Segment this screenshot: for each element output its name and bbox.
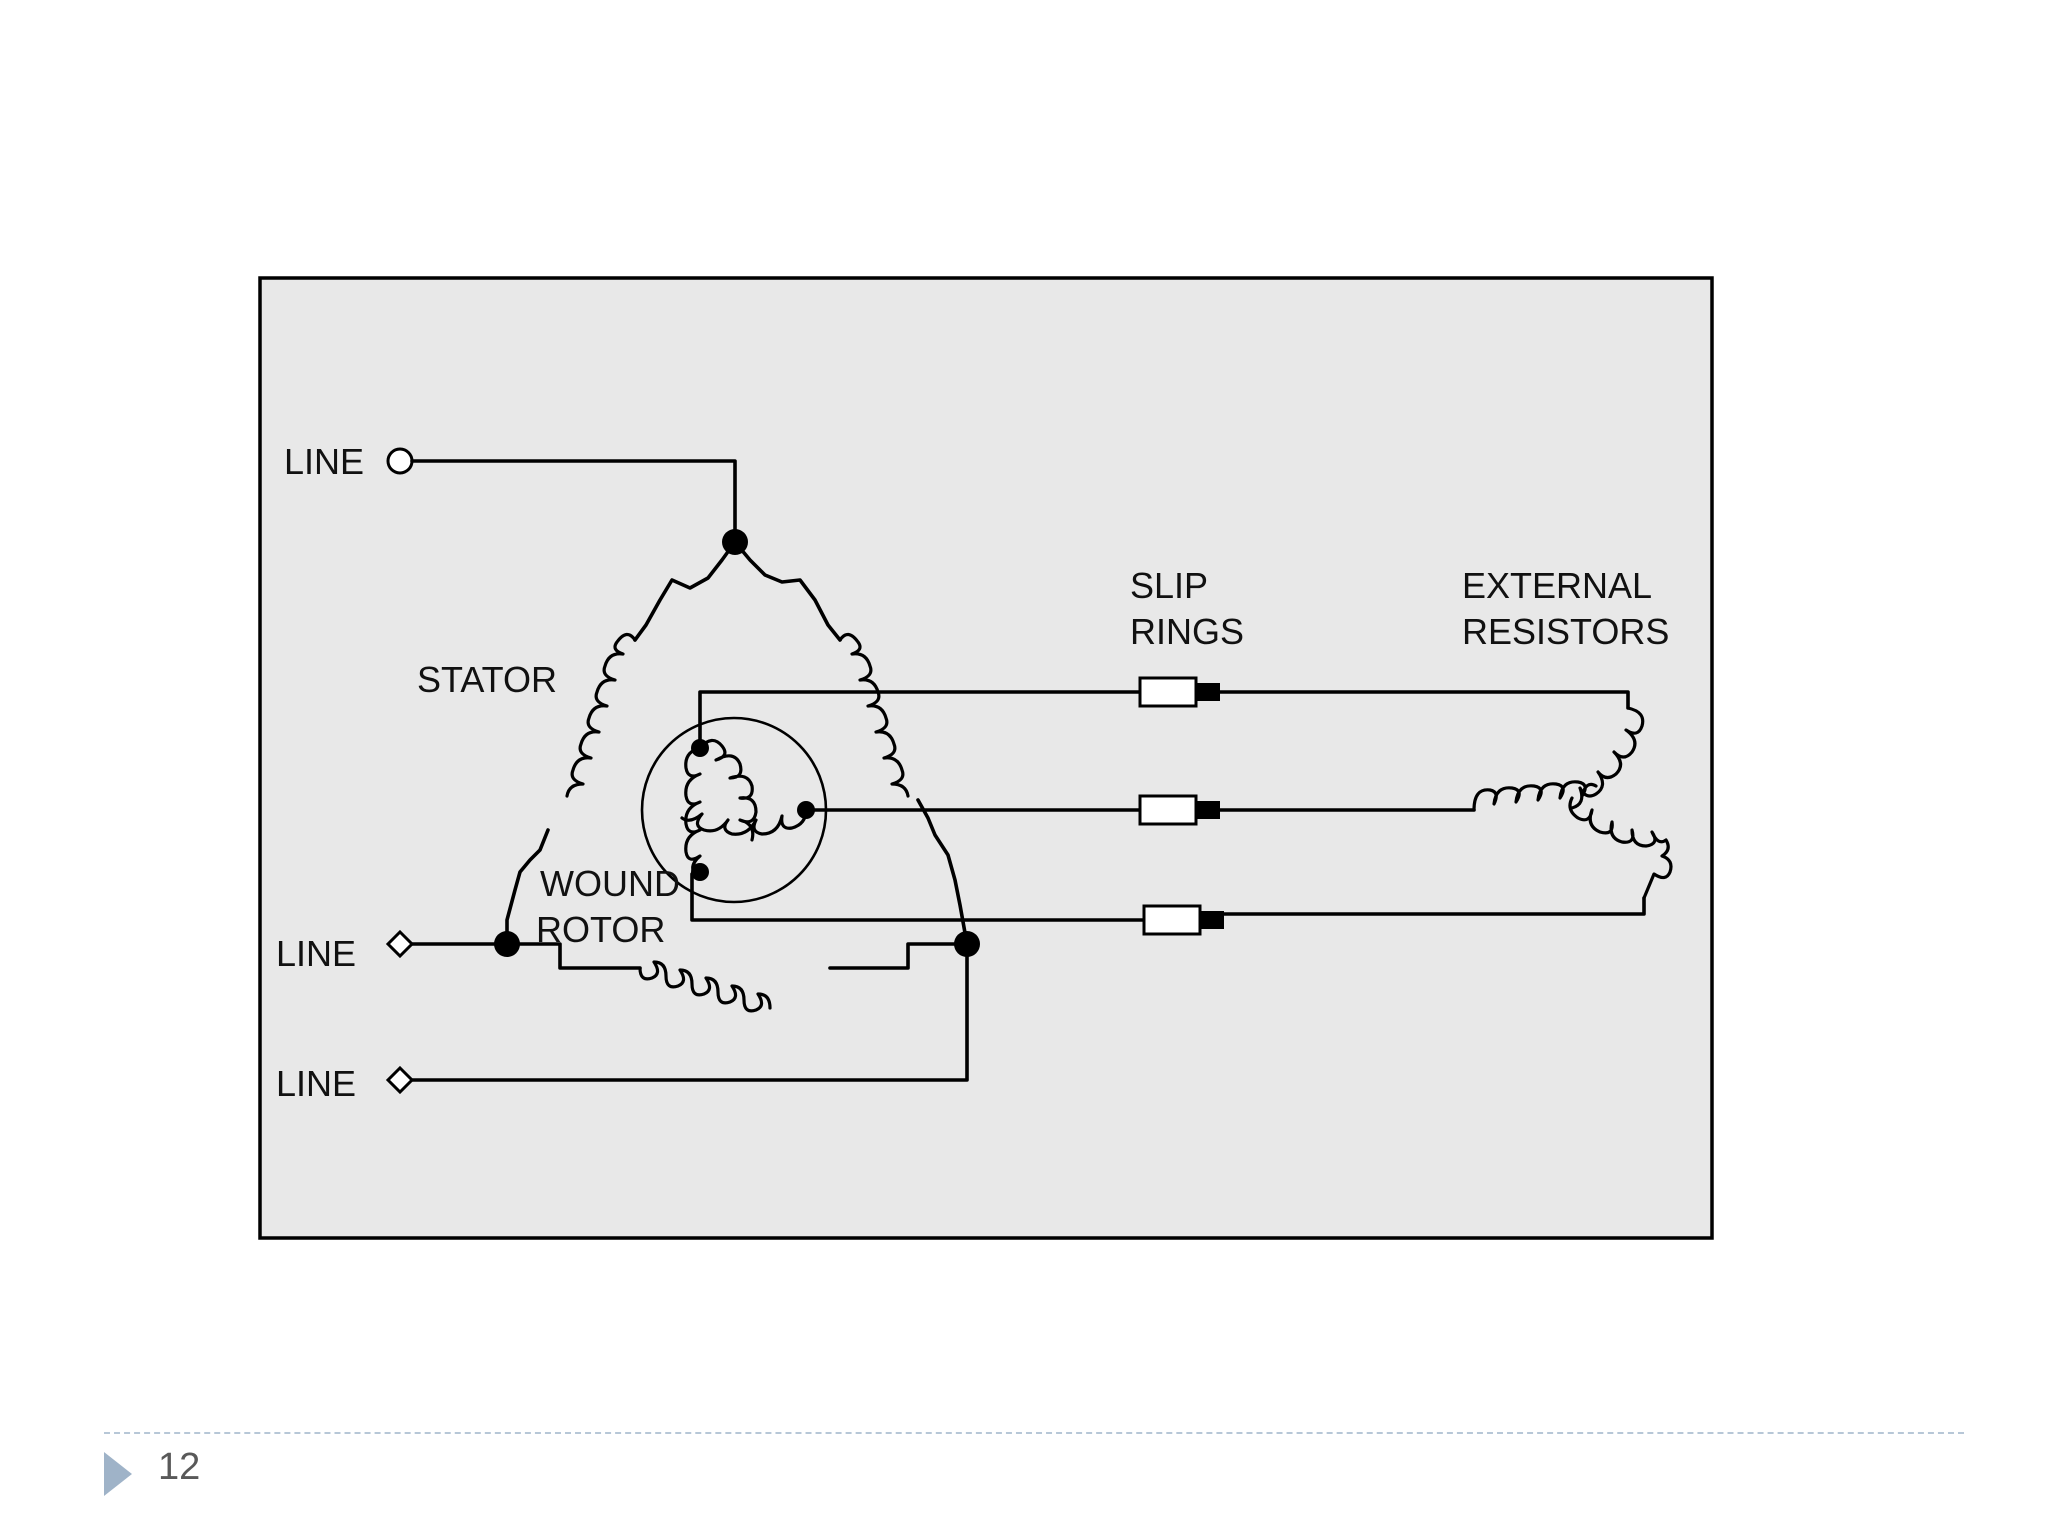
- slide-marker-triangle-icon: [104, 1452, 132, 1496]
- resistor-coil-bottom: [1568, 796, 1673, 900]
- stator-node-left: [494, 931, 520, 957]
- slip-ring-2: [1138, 794, 1198, 826]
- slip-ring-brush-3: [1200, 911, 1224, 929]
- wound-rotor-label-line2: ROTOR: [536, 909, 665, 950]
- page-number: 12: [158, 1446, 201, 1488]
- stator-coil-left: [565, 632, 637, 798]
- line-input-middle: LINE: [276, 929, 509, 974]
- line-input-bottom: LINE: [276, 942, 969, 1104]
- line-terminal-bottom: [385, 1065, 415, 1095]
- resistor-coil-left: [1472, 780, 1598, 812]
- line-input-top: LINE: [284, 441, 737, 544]
- stator-label: STATOR: [417, 659, 557, 700]
- external-resistors: [1472, 706, 1673, 900]
- slip-ring-brush-1: [1196, 683, 1220, 701]
- slip-rings: [1138, 676, 1224, 936]
- stator-coil-right: [838, 632, 910, 798]
- diagram-panel: [258, 276, 1714, 1240]
- stator-node-top: [722, 529, 748, 555]
- stator-coil-bottom: [638, 960, 772, 1013]
- rotor-coil-2: [680, 808, 808, 836]
- external-resistors-label-line2: RESISTORS: [1462, 611, 1669, 652]
- line-terminal-top: [386, 447, 414, 475]
- stator-winding: [494, 529, 980, 1013]
- rotor-coil-3: [684, 746, 702, 878]
- line-label-top: LINE: [284, 441, 364, 482]
- line-label-bottom: LINE: [276, 1063, 356, 1104]
- slip-ring-1: [1138, 676, 1198, 708]
- line-label-middle: LINE: [276, 933, 356, 974]
- footer-divider: [104, 1432, 1964, 1434]
- rotor-coil-1: [698, 738, 758, 842]
- slip-rings-label-line2: RINGS: [1130, 611, 1244, 652]
- wound-rotor-label-line1: WOUND: [540, 863, 680, 904]
- line-terminal-middle: [385, 929, 415, 959]
- external-resistors-label-line1: EXTERNAL: [1462, 565, 1652, 606]
- slip-rings-label-line1: SLIP: [1130, 565, 1208, 606]
- slip-ring-3: [1142, 904, 1202, 936]
- resistor-coil-top: [1570, 706, 1645, 810]
- stator-node-right: [954, 931, 980, 957]
- slip-ring-brush-2: [1196, 801, 1220, 819]
